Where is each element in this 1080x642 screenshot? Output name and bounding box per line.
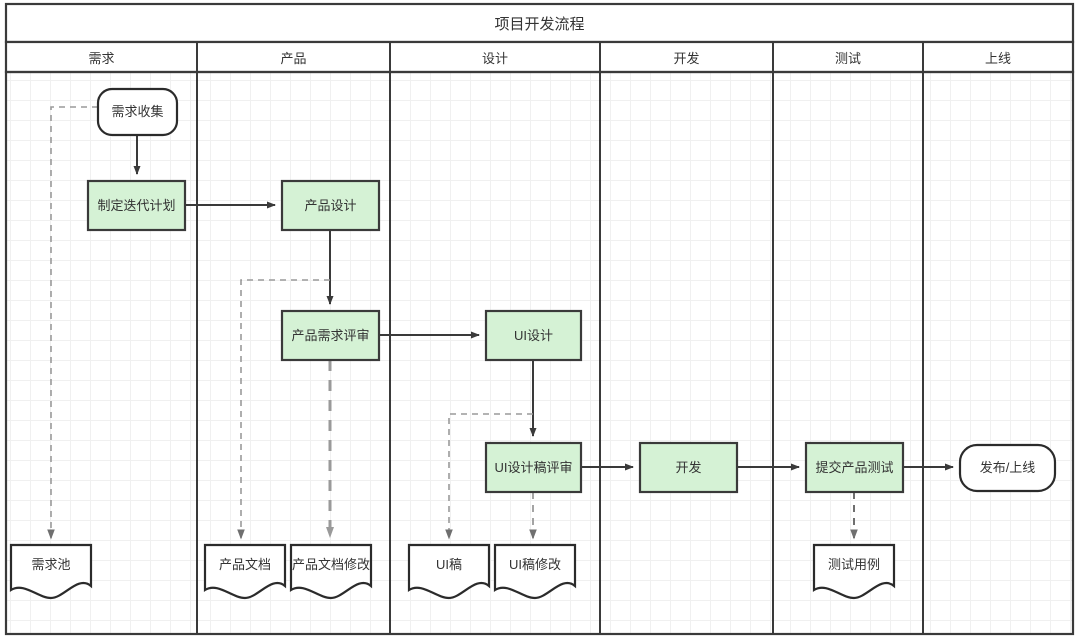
node-ui-draft-revise-shape[interactable] <box>493 543 577 600</box>
conn-gather-to-pool <box>47 106 98 540</box>
lane-header-product[interactable]: 产品 <box>197 42 390 72</box>
lane-header-launch[interactable]: 上线 <box>923 42 1073 72</box>
diagram-title: 项目开发流程 <box>6 4 1073 42</box>
connector-layer <box>47 106 954 540</box>
lane-header-develop[interactable]: 开发 <box>600 42 773 72</box>
node-ui-review-shape[interactable] <box>484 441 583 494</box>
lane-header-test[interactable]: 测试 <box>773 42 923 72</box>
node-release-shape[interactable] <box>958 443 1057 493</box>
node-product-doc-shape[interactable] <box>203 543 287 600</box>
lane-header-design-label: 设计 <box>481 50 508 66</box>
node-develop-shape[interactable] <box>638 441 739 494</box>
lane-header-launch-label: 上线 <box>984 50 1011 66</box>
node-requirement-pool-shape[interactable] <box>9 543 93 600</box>
conn-to-product-doc <box>237 279 330 540</box>
node-test-case-shape[interactable] <box>812 543 896 600</box>
lane-header-develop-label: 开发 <box>673 50 700 66</box>
lane-header-product-label: 产品 <box>280 50 307 66</box>
lane-header-requirement[interactable]: 需求 <box>6 42 197 72</box>
node-product-doc-revise-shape[interactable] <box>289 543 373 600</box>
node-product-review-shape[interactable] <box>280 309 381 362</box>
node-product-design-shape[interactable] <box>280 179 381 232</box>
node-ui-design-shape[interactable] <box>484 309 583 362</box>
diagram-title-text: 项目开发流程 <box>494 15 585 33</box>
swimlane-frame <box>4 2 1075 636</box>
lane-header-requirement-label: 需求 <box>88 50 115 66</box>
node-shape-layer <box>9 87 1057 600</box>
conn-to-ui-draft <box>445 413 533 540</box>
node-requirement-gathering-shape[interactable] <box>96 87 179 137</box>
lane-header-test-label: 测试 <box>834 50 861 66</box>
node-iteration-plan-shape[interactable] <box>86 179 187 232</box>
node-submit-test-shape[interactable] <box>804 441 905 494</box>
node-ui-draft-shape[interactable] <box>407 543 491 600</box>
lane-header-design[interactable]: 设计 <box>390 42 600 72</box>
